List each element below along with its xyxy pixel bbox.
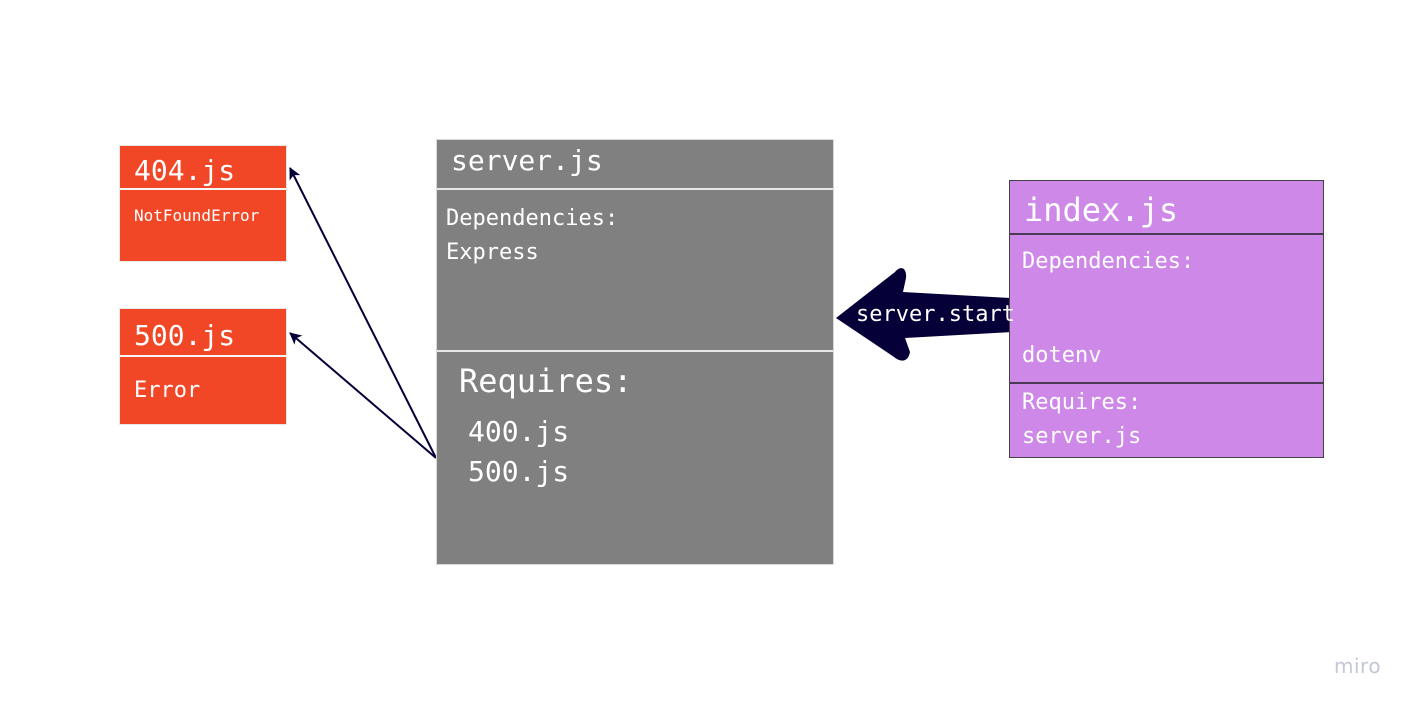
dependencies-label: Dependencies:	[1022, 249, 1195, 274]
module-title: 404.js	[134, 154, 236, 187]
module-404[interactable]: 404.js NotFoundError	[119, 145, 287, 262]
divider	[120, 188, 286, 190]
dependencies-section: Dependencies: Express	[446, 206, 619, 265]
dependency-item: dotenv	[1022, 343, 1102, 368]
module-server[interactable]: server.js Dependencies: Express Requires…	[436, 139, 834, 565]
module-export: NotFoundError	[134, 206, 260, 225]
divider	[437, 350, 833, 352]
requires-arrow-404	[289, 167, 437, 459]
requires-label: Requires:	[459, 362, 633, 400]
requires-arrow-500	[289, 332, 437, 459]
divider	[120, 355, 286, 357]
divider	[437, 188, 833, 190]
module-title: server.js	[451, 144, 603, 177]
miro-logo: miro	[1334, 654, 1382, 678]
module-export: Error	[134, 378, 201, 403]
divider	[1010, 382, 1323, 384]
requires-section: Requires: server.js	[1022, 390, 1142, 449]
divider	[1010, 233, 1323, 235]
module-index[interactable]: index.js Dependencies: dotenv Requires: …	[1009, 180, 1324, 458]
call-arrow-label: server.start	[856, 302, 1015, 327]
requires-list: 400.js 500.js	[468, 415, 570, 488]
module-title: 500.js	[134, 319, 236, 352]
module-title: index.js	[1024, 191, 1179, 229]
module-500[interactable]: 500.js Error	[119, 308, 287, 425]
